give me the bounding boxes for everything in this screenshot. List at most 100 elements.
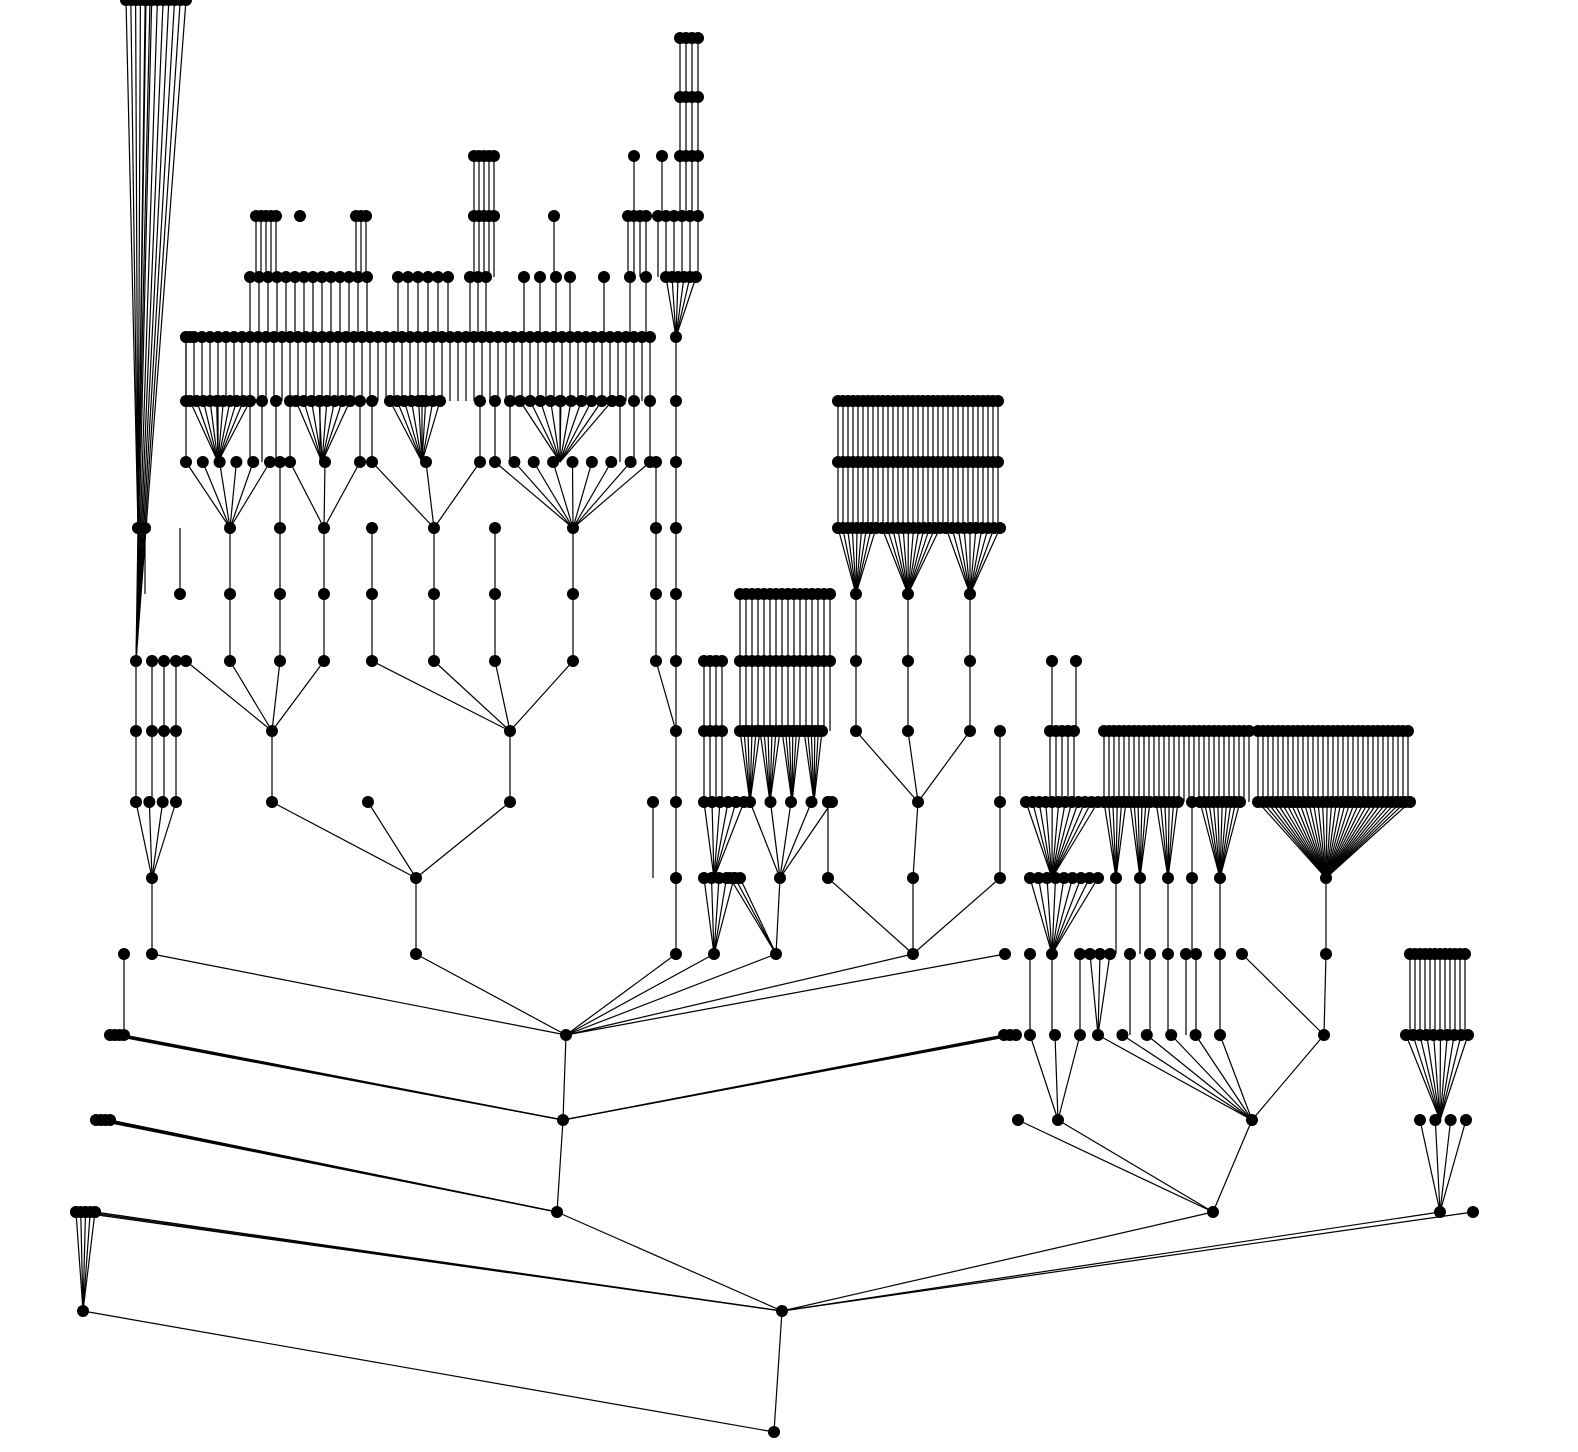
tree-node-108 — [547, 456, 560, 468]
tree-edge-167 — [559, 400, 613, 463]
tree-node-534 — [1214, 1029, 1226, 1041]
tree-node-575 — [1046, 655, 1058, 667]
tree-edge-560 — [1051, 801, 1060, 879]
tree-edge-0 — [82, 1310, 775, 1433]
tree-edge-163 — [559, 400, 572, 463]
tree-node-42 — [130, 655, 142, 667]
tree-edge-100 — [323, 461, 361, 529]
tree-node-72 — [224, 655, 236, 667]
tree-edge-150 — [389, 400, 423, 463]
tree-edge-29 — [415, 953, 567, 1036]
tree-edge-334 — [713, 801, 737, 879]
tree-edge-3 — [80, 1211, 84, 1312]
tree-node-70 — [504, 725, 516, 737]
tree-edge-657 — [1325, 801, 1342, 879]
tree-node-276 — [640, 210, 652, 222]
tree-edge-600 — [1208, 801, 1221, 879]
tree-node-229 — [184, 331, 196, 343]
tree-edge-589 — [1139, 801, 1147, 879]
tree-edge-431 — [881, 527, 909, 595]
tree-node-123 — [354, 395, 366, 407]
tree-node-97 — [247, 456, 260, 468]
tree-node-115 — [174, 588, 186, 600]
tree-node-320 — [650, 655, 662, 667]
tree-edge-427 — [855, 527, 863, 595]
tree-edge-443 — [945, 527, 971, 595]
tree-edge-539 — [1097, 953, 1111, 1036]
tree-edge-145 — [318, 400, 323, 463]
tree-node-318 — [692, 32, 704, 44]
tree-node-40 — [170, 796, 182, 808]
tree-node-252 — [480, 271, 492, 283]
tree-edge-519 — [1017, 1119, 1214, 1213]
tree-node-409 — [907, 872, 919, 884]
tree-node-43 — [146, 725, 158, 737]
tree-node-640 — [1243, 725, 1255, 737]
tree-node-44 — [146, 655, 158, 667]
tree-edge-704 — [1419, 1119, 1441, 1213]
tree-edge-527 — [1122, 1034, 1253, 1121]
tree-node-253 — [518, 271, 530, 283]
tree-edge-352 — [749, 730, 753, 803]
tree-edge-165 — [559, 400, 593, 463]
tree-edge-705 — [1434, 1119, 1441, 1213]
tree-node-423 — [964, 655, 976, 667]
tree-edge-712 — [1432, 1034, 1441, 1121]
tree-edge-108 — [571, 461, 574, 529]
tree-node-100 — [319, 456, 331, 468]
tree-node-529 — [1092, 1029, 1104, 1041]
tree-edge-547 — [1037, 877, 1053, 955]
tree-node-341 — [785, 796, 797, 808]
tree-node-46 — [158, 655, 170, 667]
tree-edge-526 — [1097, 1034, 1253, 1121]
tree-node-556 — [1083, 872, 1096, 884]
tree-node-375 — [816, 725, 828, 737]
tree-edge-606 — [1219, 801, 1237, 879]
tree-edge-652 — [1317, 801, 1327, 879]
tree-edge-137 — [217, 400, 224, 463]
tree-edge-147 — [321, 400, 336, 463]
tree-edge-59 — [130, 0, 139, 529]
tree-edge-665 — [1325, 801, 1379, 879]
tree-node-131 — [628, 395, 640, 407]
tree-edge-525 — [1251, 1034, 1325, 1121]
tree-node-523 — [1052, 1114, 1064, 1126]
tree-node-119 — [256, 395, 268, 407]
tree-edge-12 — [781, 1211, 1441, 1312]
tree-edge-51 — [135, 0, 164, 662]
tree-edge-39 — [151, 801, 177, 879]
tree-edge-438 — [907, 527, 920, 595]
tree-edge-67 — [415, 801, 511, 879]
tree-edge-37 — [148, 801, 153, 879]
tree-edge-92 — [185, 461, 231, 529]
tree-edge-103 — [433, 461, 481, 529]
tree-edge-36 — [135, 801, 153, 879]
tree-edge-664 — [1325, 801, 1374, 879]
tree-node-331 — [734, 872, 746, 884]
tree-edge-566 — [1051, 801, 1099, 879]
tree-edge-446 — [963, 527, 971, 595]
tree-node-552 — [1049, 872, 1062, 884]
tree-edge-450 — [969, 527, 989, 595]
tree-node-164 — [565, 395, 578, 407]
tree-edge-166 — [559, 400, 603, 463]
tree-node-675 — [1404, 796, 1416, 808]
tree-node-45 — [158, 725, 170, 737]
tree-edge-13 — [781, 1211, 1474, 1312]
tree-edge-93 — [202, 461, 231, 529]
tree-edge-98 — [289, 461, 325, 529]
tree-edge-529 — [1170, 1034, 1253, 1121]
tree-node-237 — [307, 271, 319, 283]
tree-node-10 — [79, 1206, 92, 1218]
tree-node-114 — [274, 456, 286, 468]
tree-edge-77 — [509, 660, 574, 732]
tree-edge-49 — [135, 0, 153, 662]
tree-edge-672 — [1325, 801, 1411, 879]
tree-node-277 — [294, 210, 306, 222]
tree-node-234 — [280, 271, 292, 283]
tree-node-706 — [1402, 725, 1414, 737]
tree-node-542 — [1104, 948, 1116, 960]
tree-node-332 — [774, 872, 786, 884]
tree-edge-109 — [572, 461, 593, 529]
tree-node-88 — [428, 522, 440, 534]
